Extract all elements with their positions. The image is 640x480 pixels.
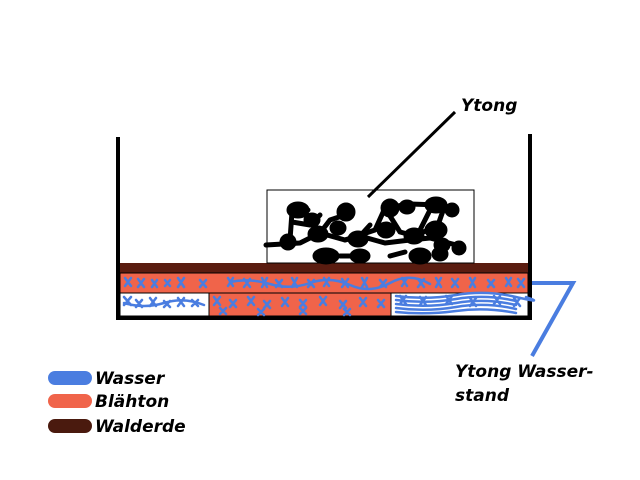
forest-soil-layer [120,263,528,273]
legend-label-water: Wasser [95,369,166,389]
legend-swatch-expanded-clay [48,394,92,408]
legend-item-expanded-clay: Blähton [48,392,169,412]
ytong-plant-scribbles [263,196,467,265]
legend-item-forest-soil: Walderde [48,417,186,437]
legend: Wasser Blähton Walderde [48,369,186,437]
tank [116,134,532,320]
legend-swatch-water [48,371,92,385]
water-level-label-line1: Ytong Wasser- [455,362,594,382]
legend-item-water: Wasser [48,369,166,389]
water-level-label-line2: stand [455,386,510,406]
legend-label-expanded-clay: Blähton [95,392,169,412]
water-scribbles [122,276,536,317]
legend-label-forest-soil: Walderde [95,417,186,437]
ytong-pointer-line [366,110,457,199]
water-level-pointer [530,281,577,357]
water-pocket-left [119,292,210,317]
legend-swatch-forest-soil [48,419,92,433]
ytong-label: Ytong [461,96,517,116]
